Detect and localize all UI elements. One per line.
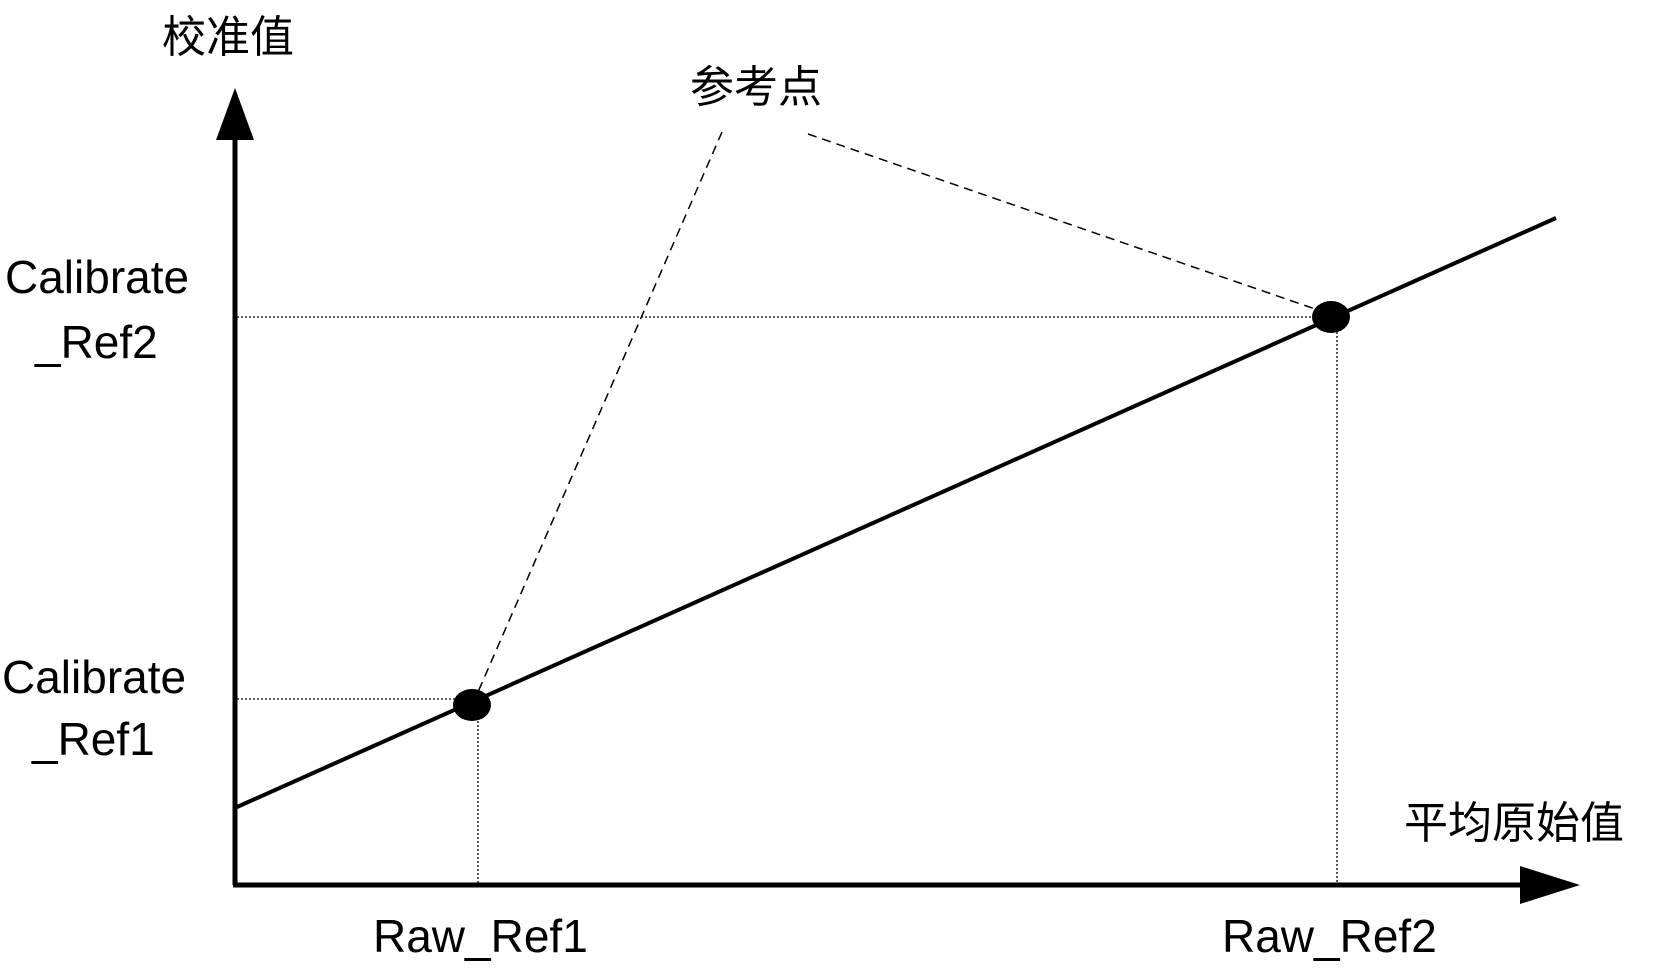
reference-point-annotation: 参考点 <box>690 62 822 113</box>
reference-point-1 <box>453 689 491 721</box>
y-label-calibrate-ref2-line2: _Ref2 <box>34 316 158 368</box>
y-label-calibrate-ref1-line2: _Ref1 <box>31 713 155 765</box>
reference-point-2 <box>1312 301 1350 333</box>
x-axis-arrowhead <box>1520 866 1580 904</box>
y-label-calibrate-ref2-line1: Calibrate <box>5 251 189 303</box>
calibration-line <box>236 216 1557 809</box>
x-label-raw-ref2: Raw_Ref2 <box>1222 910 1437 962</box>
x-label-raw-ref1: Raw_Ref1 <box>373 910 588 962</box>
y-axis-title: 校准值 <box>162 12 294 63</box>
x-axis-title: 平均原始值 <box>1404 798 1624 849</box>
y-label-calibrate-ref1-line1: Calibrate <box>2 651 186 703</box>
leader-line-ref2 <box>807 133 1319 311</box>
leader-line-ref1 <box>477 131 723 693</box>
y-axis-arrowhead <box>216 88 254 140</box>
